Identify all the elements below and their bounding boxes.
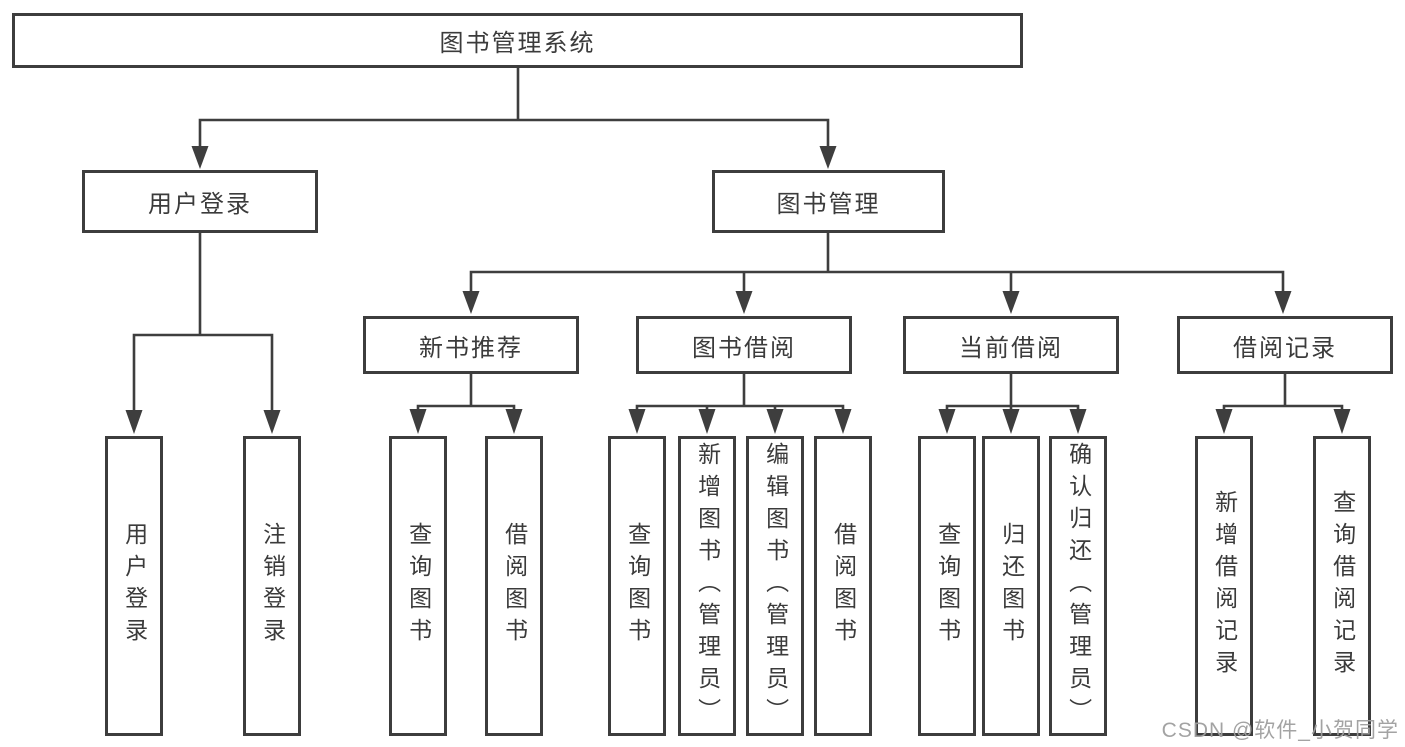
node-label: 查询图书 bbox=[624, 522, 651, 650]
node-borrow-records: 借阅记录 bbox=[1177, 316, 1393, 374]
node-label: 借阅记录 bbox=[1233, 334, 1337, 362]
node-label: 查询图书 bbox=[405, 522, 432, 650]
arrowhead bbox=[698, 409, 716, 434]
connector-current-borrow-children bbox=[938, 372, 1087, 434]
node-label: 确认归还（管理员） bbox=[1065, 442, 1092, 730]
arrowhead bbox=[819, 146, 837, 169]
leaf-user-login: 用户登录 bbox=[105, 436, 163, 736]
node-label: 用户登录 bbox=[148, 191, 252, 218]
arrowhead bbox=[1002, 291, 1020, 314]
leaf-logout: 注销登录 bbox=[243, 436, 301, 736]
arrowhead bbox=[1215, 409, 1233, 434]
connector-new-book-children bbox=[409, 372, 523, 434]
node-new-book-recommend: 新书推荐 bbox=[363, 316, 579, 374]
node-label: 用户登录 bbox=[121, 522, 148, 650]
leaf-borrow-books: 借阅图书 bbox=[814, 436, 872, 736]
watermark-text: CSDN @软件_小贺同学 bbox=[1161, 719, 1399, 742]
leaf-query-books-recommend: 查询图书 bbox=[389, 436, 447, 736]
leaf-query-books-borrow: 查询图书 bbox=[608, 436, 666, 736]
connector-book-management-children bbox=[462, 231, 1292, 314]
node-label: 注销登录 bbox=[259, 522, 286, 650]
arrowhead bbox=[628, 409, 646, 434]
node-book-management: 图书管理 bbox=[712, 170, 945, 233]
arrowhead bbox=[1333, 409, 1351, 434]
node-label: 借阅图书 bbox=[501, 522, 528, 650]
node-user-login: 用户登录 bbox=[82, 170, 318, 233]
node-label: 编辑图书（管理员） bbox=[762, 442, 789, 730]
node-current-borrow: 当前借阅 bbox=[903, 316, 1119, 374]
node-label: 图书借阅 bbox=[692, 334, 796, 362]
connector-user-login-children bbox=[125, 231, 281, 434]
arrowhead bbox=[1002, 409, 1020, 434]
leaf-edit-book-admin: 编辑图书（管理员） bbox=[746, 436, 804, 736]
leaf-add-book-admin: 新增图书（管理员） bbox=[678, 436, 736, 736]
node-label: 查询借阅记录 bbox=[1329, 490, 1356, 682]
arrowhead bbox=[735, 291, 753, 314]
node-label: 新书推荐 bbox=[419, 334, 523, 362]
node-label: 图书管理 bbox=[776, 191, 881, 218]
arrowhead bbox=[834, 409, 852, 434]
connector-root-children bbox=[191, 66, 837, 169]
connector-book-borrow-children bbox=[628, 372, 852, 434]
arrowhead bbox=[766, 409, 784, 434]
arrowhead bbox=[505, 409, 523, 434]
leaf-query-borrow-record: 查询借阅记录 bbox=[1313, 436, 1371, 736]
arrowhead bbox=[263, 410, 281, 434]
arrowhead bbox=[1274, 291, 1292, 314]
node-label: 图书管理系统 bbox=[439, 30, 596, 57]
arrowhead bbox=[938, 409, 956, 434]
arrowhead bbox=[1069, 409, 1087, 434]
node-label: 新增借阅记录 bbox=[1211, 490, 1238, 682]
node-label: 查询图书 bbox=[934, 522, 961, 650]
arrowhead bbox=[462, 291, 480, 314]
node-label: 归还图书 bbox=[998, 522, 1025, 650]
node-label: 当前借阅 bbox=[959, 334, 1063, 362]
arrowhead bbox=[409, 409, 427, 434]
leaf-borrow-books-recommend: 借阅图书 bbox=[485, 436, 543, 736]
leaf-add-borrow-record: 新增借阅记录 bbox=[1195, 436, 1253, 736]
node-book-borrow: 图书借阅 bbox=[636, 316, 852, 374]
leaf-return-book: 归还图书 bbox=[982, 436, 1040, 736]
arrowhead bbox=[125, 410, 143, 434]
leaf-confirm-return-admin: 确认归还（管理员） bbox=[1049, 436, 1107, 736]
connector-borrow-records-children bbox=[1215, 372, 1351, 434]
node-root: 图书管理系统 bbox=[12, 13, 1023, 68]
arrowhead bbox=[191, 146, 209, 169]
leaf-query-books-current: 查询图书 bbox=[918, 436, 976, 736]
node-label: 借阅图书 bbox=[830, 522, 857, 650]
node-label: 新增图书（管理员） bbox=[694, 442, 721, 730]
